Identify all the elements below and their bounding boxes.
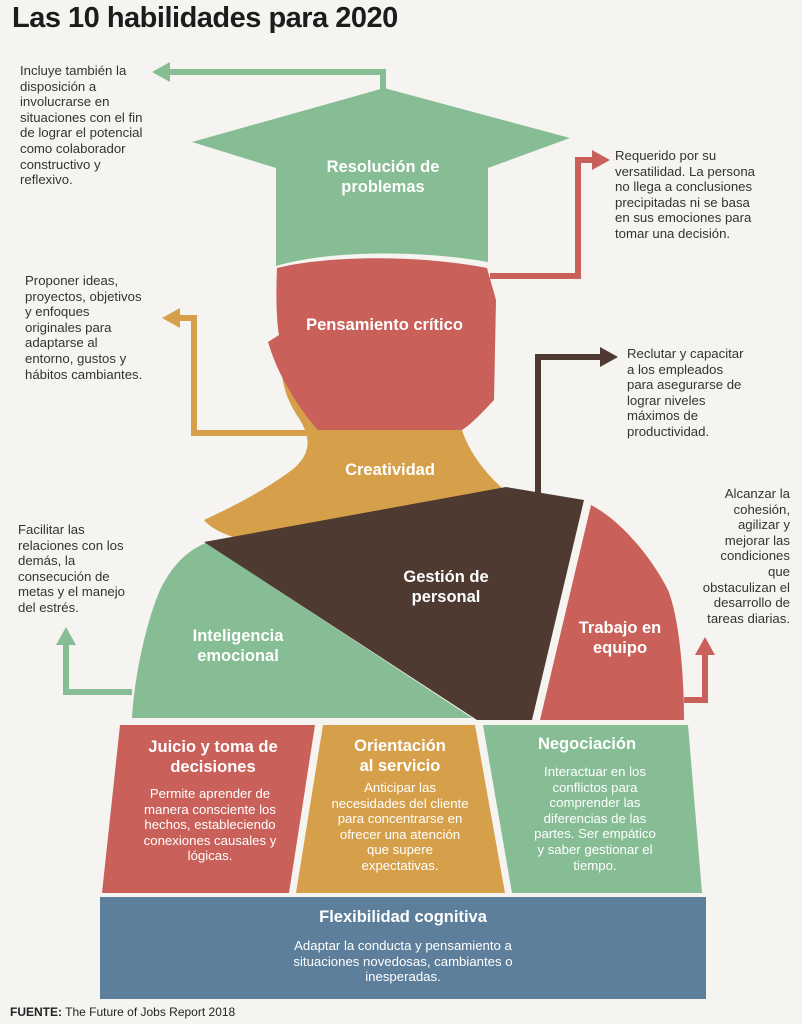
note-inteligencia: Facilitar las relaciones con los demás, … bbox=[18, 522, 126, 615]
desc-negociacion: Interactuar en los conflictos para compr… bbox=[534, 764, 656, 873]
shape-trabajo bbox=[540, 505, 684, 720]
shape-negociacion bbox=[483, 725, 702, 893]
label-juicio: Juicio y toma de decisiones bbox=[148, 738, 278, 776]
connector-creatividad bbox=[180, 315, 330, 436]
arrowhead-trabajo bbox=[695, 637, 715, 655]
note-resolucion: Incluye también la disposición a involuc… bbox=[20, 63, 143, 188]
label-trabajo: Trabajo en equipo bbox=[578, 619, 662, 657]
desc-flexibilidad: Adaptar la conducta y pensamiento a situ… bbox=[293, 938, 513, 985]
label-resolucion: Resolución de problemas bbox=[326, 158, 440, 196]
source-text: The Future of Jobs Report 2018 bbox=[62, 1005, 236, 1019]
arrowhead-pensamiento bbox=[592, 150, 610, 170]
arrowhead-resolucion bbox=[152, 62, 170, 82]
shape-gestion bbox=[204, 487, 584, 720]
connector-pensamiento bbox=[490, 157, 594, 279]
shape-pensamiento bbox=[268, 258, 496, 430]
shape-juicio bbox=[102, 725, 315, 893]
arrowhead-creatividad bbox=[162, 308, 180, 328]
shape-flexibilidad bbox=[100, 897, 706, 999]
label-gestion: Gestión de personal bbox=[403, 568, 489, 606]
page-title: Las 10 habilidades para 2020 bbox=[12, 2, 398, 34]
label-inteligencia: Inteligencia emocional bbox=[192, 627, 284, 665]
connector-gestion bbox=[535, 354, 600, 495]
arrowhead-inteligencia bbox=[56, 627, 76, 645]
desc-orientacion: Anticipar las necesidades del cliente pa… bbox=[331, 780, 469, 873]
label-flexibilidad: Flexibilidad cognitiva bbox=[319, 908, 487, 926]
note-trabajo: Alcanzar la cohesión, agilizar y mejorar… bbox=[702, 486, 790, 626]
connector-trabajo bbox=[684, 655, 708, 703]
shape-orientacion bbox=[296, 725, 505, 893]
label-creatividad: Creatividad bbox=[345, 461, 435, 479]
connector-inteligencia bbox=[63, 645, 132, 695]
note-pensamiento: Requerido por su versatilidad. La person… bbox=[615, 148, 756, 241]
note-creatividad: Proponer ideas, proyectos, objetivos y e… bbox=[25, 273, 143, 382]
note-gestion: Reclutar y capacitar a los empleados par… bbox=[627, 346, 744, 439]
arrowhead-gestion bbox=[600, 347, 618, 367]
shape-inteligencia bbox=[132, 543, 472, 718]
label-orientacion: Orientación al servicio bbox=[354, 737, 446, 775]
source-label: FUENTE: bbox=[10, 1005, 62, 1019]
shape-resolucion bbox=[192, 88, 570, 266]
desc-juicio: Permite aprender de manera consciente lo… bbox=[143, 786, 277, 864]
label-negociacion: Negociación bbox=[537, 735, 637, 753]
source-line: FUENTE: The Future of Jobs Report 2018 bbox=[10, 1005, 235, 1019]
label-pensamiento: Pensamiento crítico bbox=[306, 316, 463, 334]
